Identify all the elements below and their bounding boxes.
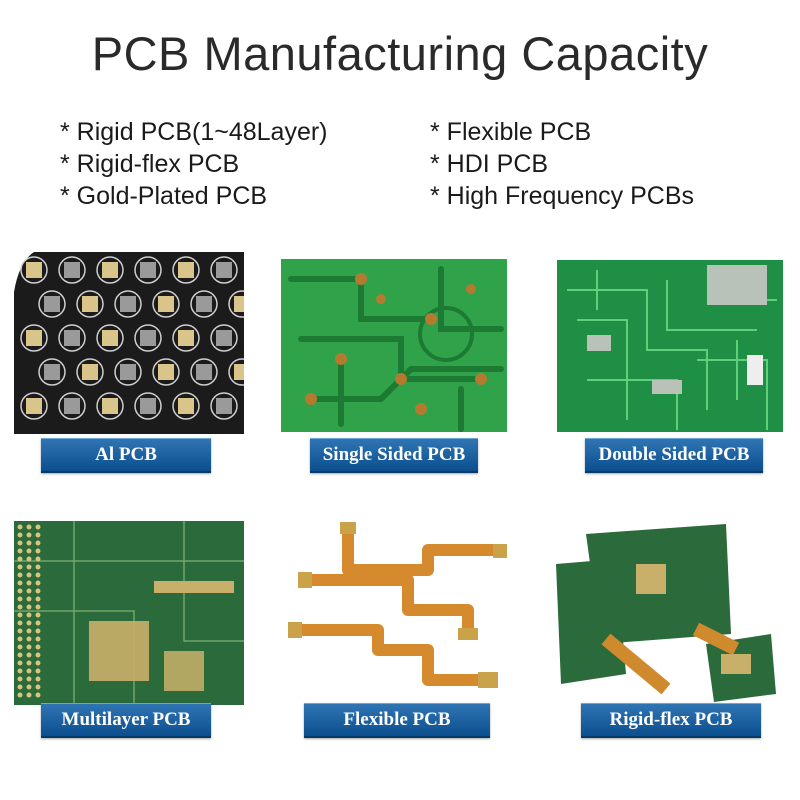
double-sided-pcb-label: Double Sided PCB bbox=[585, 438, 763, 473]
single-sided-pcb-label: Single Sided PCB bbox=[310, 438, 478, 473]
feature-item: * Rigid-flex PCB bbox=[60, 150, 240, 178]
page-title: PCB Manufacturing Capacity bbox=[91, 27, 709, 80]
al-pcb-image bbox=[14, 252, 244, 434]
feature-item: * High Frequency PCBs bbox=[430, 182, 695, 210]
feature-item: * Gold-Plated PCB bbox=[60, 182, 268, 210]
single-sided-pcb-image bbox=[281, 259, 507, 432]
multilayer-pcb-image bbox=[14, 521, 244, 705]
flexible-pcb-image bbox=[278, 520, 514, 700]
feature-item: * Rigid PCB(1~48Layer) bbox=[60, 118, 328, 146]
rigid-flex-pcb-image bbox=[556, 524, 784, 704]
feature-item: * HDI PCB bbox=[430, 150, 549, 178]
feature-item: * Flexible PCB bbox=[430, 118, 592, 146]
al-pcb-label: Al PCB bbox=[41, 438, 211, 473]
flexible-pcb-label: Flexible PCB bbox=[304, 703, 490, 738]
multilayer-pcb-label: Multilayer PCB bbox=[41, 703, 211, 738]
rigid-flex-pcb-label: Rigid-flex PCB bbox=[581, 703, 761, 738]
double-sided-pcb-image bbox=[557, 260, 783, 432]
